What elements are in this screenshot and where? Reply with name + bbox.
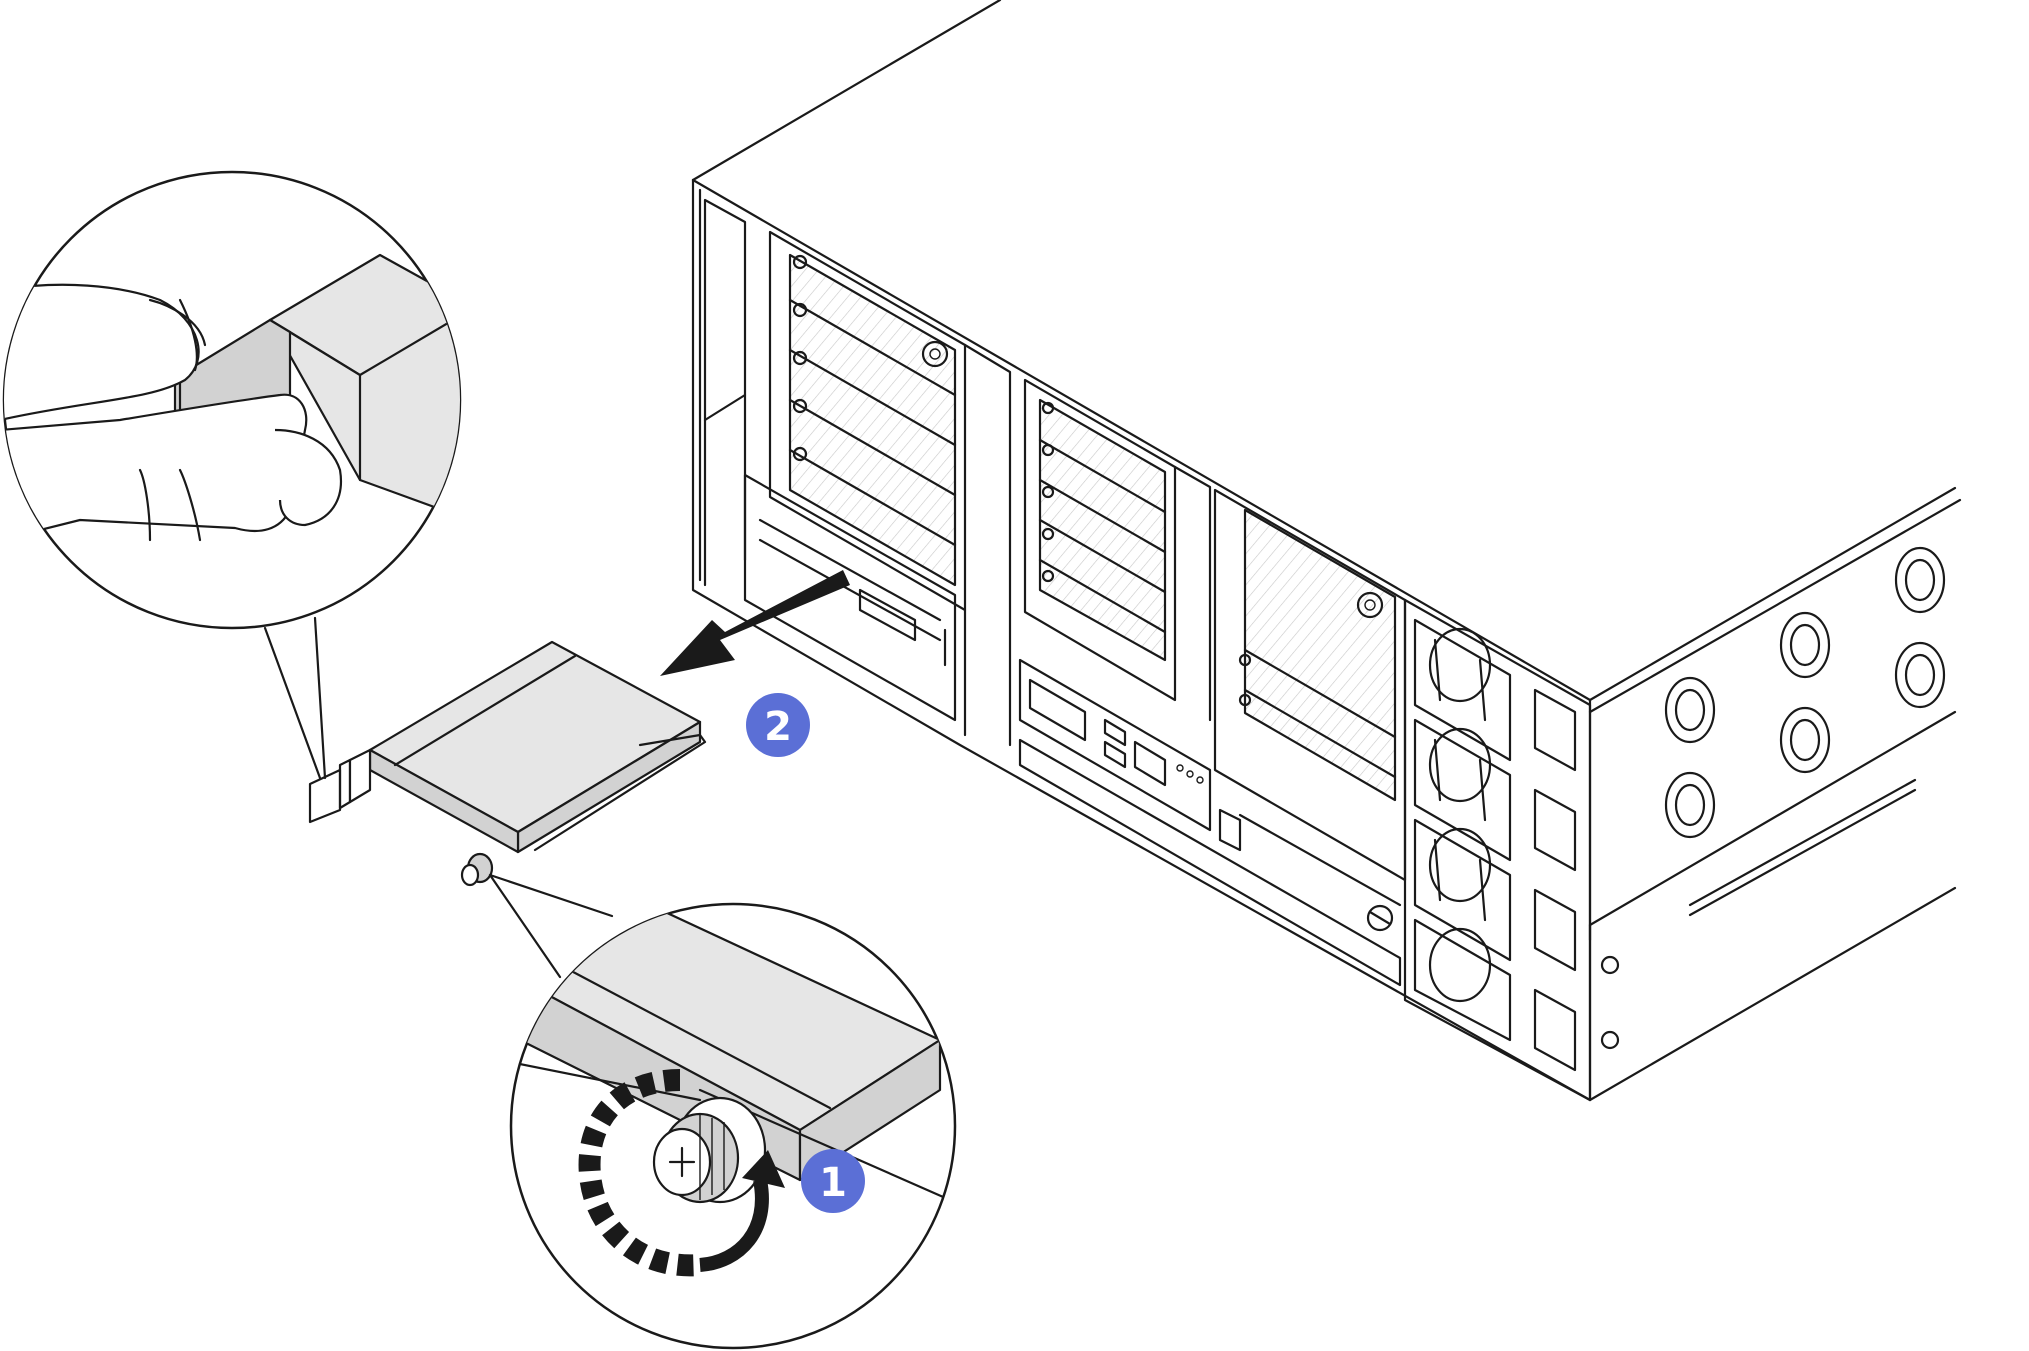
thumbscrew-detail-callout	[488, 873, 957, 1350]
psu-2	[1413, 718, 1577, 872]
hand-detail-callout	[2, 170, 462, 780]
pull-arrow	[660, 570, 850, 676]
adapter-thumbscrew	[460, 852, 494, 887]
psu-1	[1413, 618, 1577, 772]
pcie-cage-left	[743, 230, 967, 722]
step-1-badge: 1	[801, 1149, 865, 1213]
pcie-cage-middle	[1023, 378, 1212, 722]
step-1-label: 1	[819, 1160, 847, 1206]
adapter-card	[308, 640, 707, 887]
psu-4	[1413, 918, 1577, 1072]
hand-icon	[4, 283, 343, 542]
thumbscrew-icon	[652, 1096, 767, 1204]
pcie-cage-right	[1213, 488, 1407, 882]
server-chassis	[691, 0, 1962, 1102]
rotate-arrow-icon	[578, 1069, 785, 1277]
power-supplies	[1403, 598, 1592, 1102]
io-panel	[1018, 658, 1402, 987]
psu-3	[1413, 818, 1577, 972]
step-2-badge: 2	[746, 693, 810, 757]
step-2-label: 2	[764, 704, 792, 750]
side-vents	[1600, 546, 1946, 1050]
